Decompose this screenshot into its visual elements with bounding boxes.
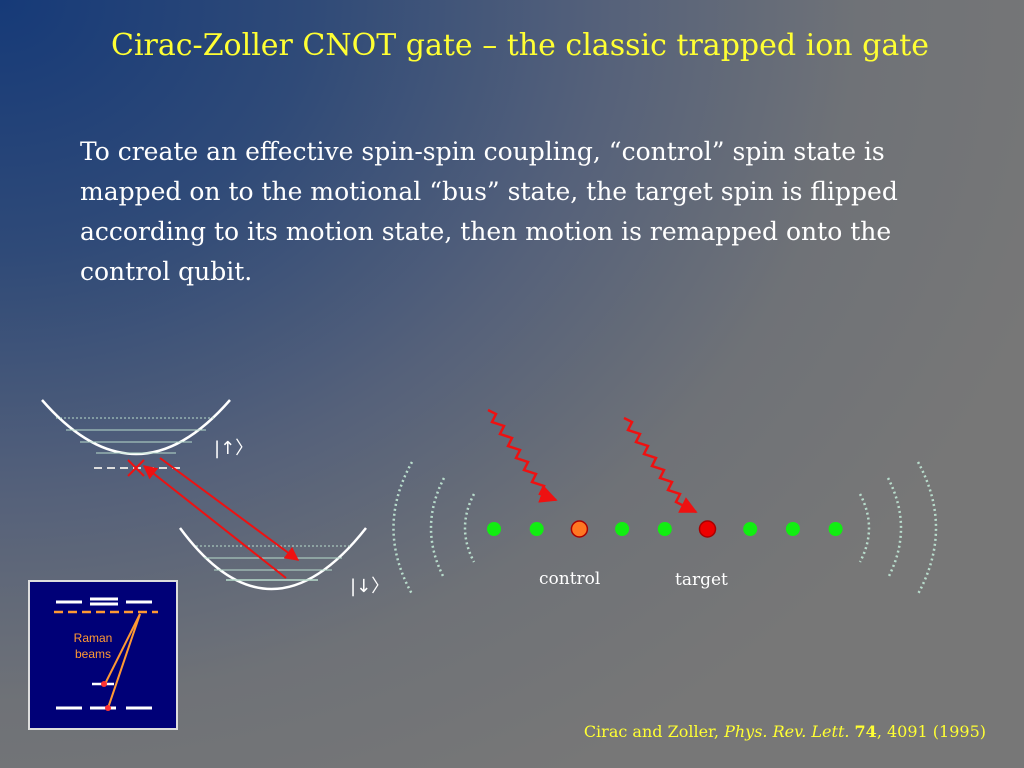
lower-potential-well	[178, 527, 367, 591]
raman-inset: Raman beams	[28, 580, 178, 730]
citation-volume: 74	[854, 722, 877, 741]
wave-arc-left	[392, 461, 414, 595]
ion	[529, 522, 544, 536]
raman-label-line2: beams	[74, 647, 112, 661]
ion	[785, 522, 800, 536]
upper-well-curve	[41, 399, 231, 456]
target-ion-label: target	[675, 570, 728, 590]
spin-up-state-label: |↑〉	[214, 438, 254, 459]
raman-beam	[107, 613, 141, 709]
transition-arrow-up	[142, 465, 287, 579]
control-ion	[570, 520, 589, 538]
ion-chain	[487, 520, 843, 538]
ion	[615, 522, 630, 536]
citation-pages: , 4091 (1995)	[876, 722, 986, 741]
wave-arc-right	[916, 461, 938, 595]
control-ion-label: control	[539, 569, 601, 589]
control-laser-beam	[487, 408, 558, 503]
slide-title: Cirac-Zoller CNOT gate – the classic tra…	[110, 28, 930, 63]
body-paragraph: To create an effective spin-spin couplin…	[80, 137, 898, 286]
trap-wave-arcs	[392, 461, 938, 595]
lower-well-curve	[178, 527, 367, 591]
raman-label-line1: Raman	[73, 631, 113, 645]
citation: Cirac and Zoller, Phys. Rev. Lett. 74, 4…	[584, 722, 986, 741]
citation-journal: Phys. Rev. Lett.	[724, 722, 850, 741]
citation-authors: Cirac and Zoller,	[583, 722, 725, 741]
ion	[487, 522, 501, 536]
raman-level-diagram	[54, 597, 158, 711]
ion	[743, 522, 758, 536]
target-ion	[698, 520, 717, 538]
target-laser-beam	[623, 416, 698, 514]
cross-mark	[127, 459, 145, 477]
wave-arc-right	[886, 477, 903, 579]
ion	[657, 522, 672, 536]
wave-arc-right	[858, 493, 871, 563]
raman-beams-label: Raman beams	[60, 630, 126, 662]
level-dot	[105, 705, 111, 711]
level-dot	[101, 681, 107, 687]
raman-beam	[103, 613, 141, 687]
transition-arrow-down	[159, 457, 300, 561]
upper-potential-well	[41, 399, 231, 469]
spin-down-state-label: |↓〉	[350, 576, 390, 597]
wave-arc-left	[429, 477, 446, 579]
ion	[828, 522, 843, 536]
wave-arc-left	[463, 493, 476, 563]
